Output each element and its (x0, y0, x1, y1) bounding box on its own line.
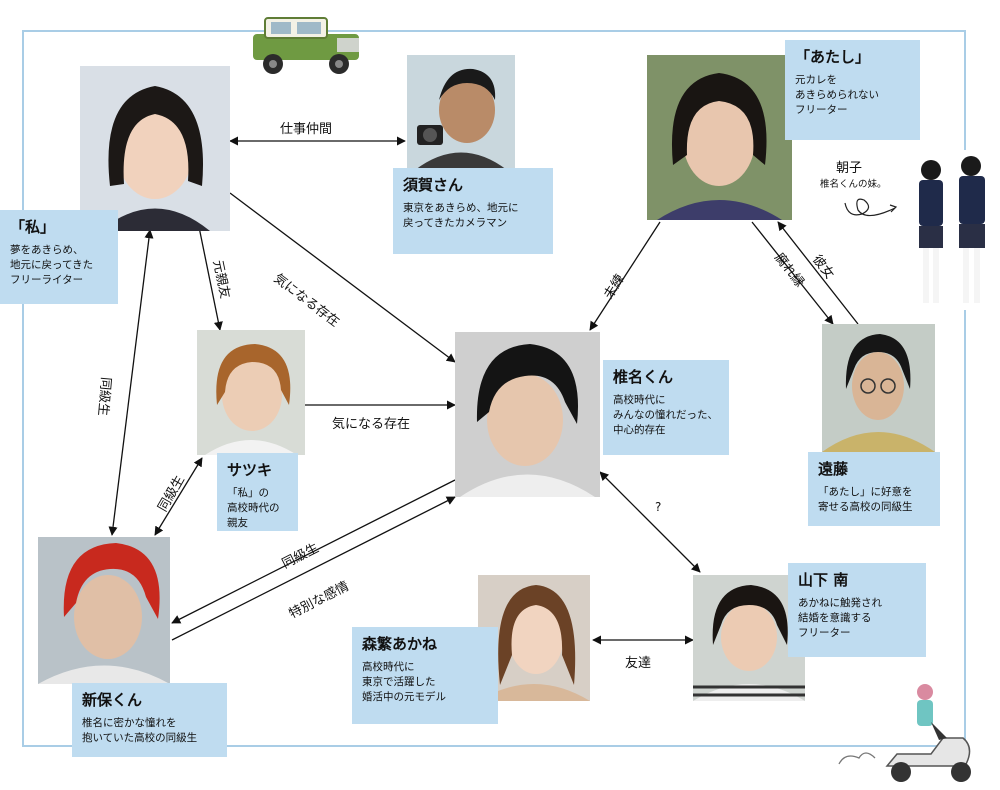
arrow-arata-to-shiina (171, 496, 456, 641)
arrow-atashi-to-shiina (589, 221, 661, 331)
name-endo: 遠藤 (818, 460, 849, 478)
arrow-watashi-to-shiina (229, 192, 456, 363)
name-asako: 朝子 (836, 161, 863, 176)
arrow-endo-to-atashi (777, 221, 859, 325)
car-illustration (245, 8, 367, 80)
name-akane: 森繁あかね (362, 635, 438, 653)
photo-suga (407, 55, 515, 170)
scooter-illustration (835, 678, 995, 786)
photo-arata (38, 537, 170, 684)
label-friends: 友達 (625, 656, 652, 671)
photo-atashi (647, 55, 792, 220)
card-atashi: 「あたし」 元カレを あきらめられない フリーター (785, 40, 920, 140)
card-endo: 遠藤 「あたし」に好意を 寄せる高校の同級生 (808, 452, 940, 526)
name-shiina: 椎名くん (613, 368, 674, 386)
curl-arrow-icon (844, 198, 898, 217)
name-arata: 新保くん (82, 691, 143, 709)
desc-asako: 椎名くんの妹。 (820, 179, 887, 190)
arrow-watashi-arata-classmate (108, 229, 154, 536)
desc-arata: 椎名に密かな憧れを 抱いていた高校の同級生 (82, 716, 198, 744)
card-akane: 森繁あかね 高校時代に 東京で活躍した 婚活中の元モデル (352, 627, 498, 724)
photo-shiina (455, 332, 600, 497)
desc-minami: あかねに触発され 結婚を意識する フリーター (798, 596, 882, 639)
card-arata: 新保くん 椎名に密かな憧れを 抱いていた高校の同級生 (72, 683, 227, 757)
name-watashi: 「私」 (10, 218, 56, 236)
name-minami: 山下 南 (798, 571, 849, 589)
name-atashi: 「あたし」 (795, 48, 871, 66)
desc-endo: 「あたし」に好意を 寄せる高校の同級生 (818, 485, 913, 513)
photo-minami (693, 575, 805, 701)
photo-sisters (905, 150, 997, 310)
arrow-shiina-to-arata (171, 479, 456, 624)
label-curious-horizontal: 気になる存在 (332, 417, 411, 432)
arrow-shiina-minami (599, 471, 701, 573)
desc-akane: 高校時代に 東京で活躍した 婚活中の元モデル (362, 660, 446, 703)
arrow-ex-best-friend (195, 221, 223, 331)
photo-watashi (80, 66, 230, 231)
arrow-atashi-to-endo (751, 221, 834, 325)
name-suga: 須賀さん (403, 176, 464, 194)
photo-endo (822, 324, 935, 452)
card-watashi: 「私」 夢をあきらめ、 地元に戻ってきた フリーライター (0, 210, 118, 304)
card-shiina: 椎名くん 高校時代に みんなの憧れだった、 中心的存在 (603, 360, 729, 455)
photo-satsuki (197, 330, 305, 455)
desc-suga: 東京をあきらめ、地元に 戻ってきたカメラマン (403, 201, 519, 229)
desc-shiina: 高校時代に みんなの憧れだった、 中心的存在 (613, 393, 718, 436)
label-work-partner: 仕事仲間 (280, 122, 333, 137)
name-satsuki: サツキ (227, 461, 273, 479)
card-minami: 山下 南 あかねに触発され 結婚を意識する フリーター (788, 563, 926, 657)
card-satsuki: サツキ 「私」の 高校時代の 親友 (217, 453, 298, 531)
card-suga: 須賀さん 東京をあきらめ、地元に 戻ってきたカメラマン (393, 168, 553, 254)
diagram-frame (22, 30, 966, 747)
arrow-satsuki-arata-classmate (154, 457, 203, 536)
desc-watashi: 夢をあきらめ、 地元に戻ってきた フリーライター (10, 243, 94, 286)
desc-satsuki: 「私」の 高校時代の 親友 (227, 486, 280, 529)
label-question: ? (655, 500, 662, 514)
desc-atashi: 元カレを あきらめられない フリーター (795, 73, 879, 116)
label-classmate-left: 同級生 (94, 376, 114, 417)
